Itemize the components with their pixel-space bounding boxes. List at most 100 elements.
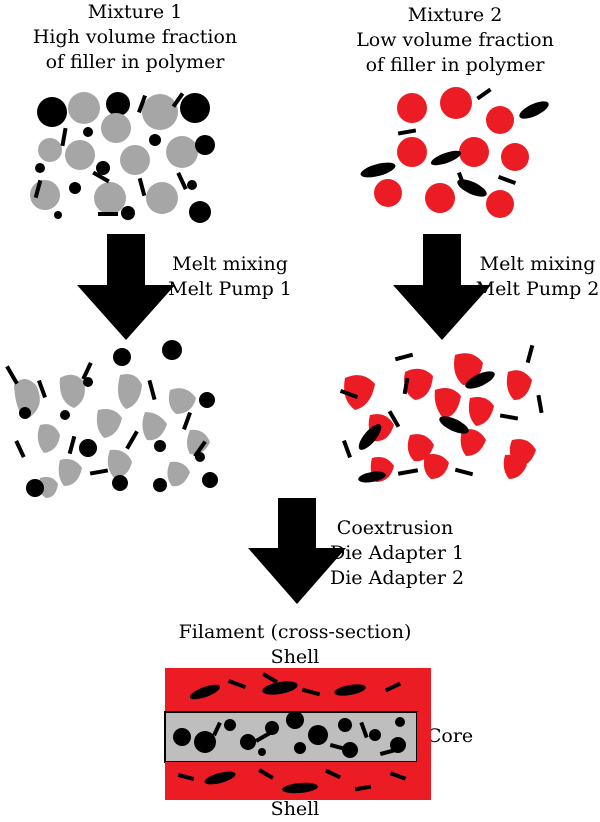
filler-fiber xyxy=(354,784,372,792)
mixture2-title: Mixture 2 xyxy=(407,4,503,26)
filler-fiber xyxy=(324,768,342,780)
filler-sphere xyxy=(187,180,197,190)
filler-fiber xyxy=(262,672,278,684)
filler-fiber xyxy=(342,439,352,459)
filler-sphere xyxy=(425,183,455,213)
filler-platelet xyxy=(457,179,487,197)
filler-fiber xyxy=(387,410,401,428)
shell-top-label: Shell xyxy=(270,646,320,668)
step3-line2: Die Adapter 1 xyxy=(330,542,465,564)
filler-sphere xyxy=(83,377,93,387)
deformed-filler xyxy=(187,429,210,455)
filler-fiber xyxy=(33,179,43,199)
step3-line3: Die Adapter 2 xyxy=(330,567,465,589)
filler-fiber xyxy=(176,171,188,191)
shell-bottom-label: Shell xyxy=(270,798,320,820)
filler-fiber xyxy=(37,379,47,399)
filler-sphere xyxy=(153,478,167,492)
filler-fiber xyxy=(227,679,247,689)
step2-line1: Melt mixing xyxy=(479,253,596,275)
mixture1-title: Mixture 1 xyxy=(87,1,183,23)
filler-sphere xyxy=(195,135,215,155)
down-arrow-2 xyxy=(393,234,491,340)
filler-platelet xyxy=(465,371,495,389)
step1-line1: Melt mixing xyxy=(172,253,288,275)
filler-fiber xyxy=(379,747,397,757)
filler-platelet xyxy=(360,162,396,178)
filler-sphere xyxy=(106,92,130,116)
filler-sphere xyxy=(166,136,198,168)
step2-line2: Melt Pump 2 xyxy=(475,278,600,300)
deformed-filler xyxy=(434,388,461,418)
filler-platelet xyxy=(262,681,298,695)
filler-sphere xyxy=(38,138,62,162)
mixture2-mixed-particles xyxy=(339,344,544,483)
mixture2-line2: Low volume fraction xyxy=(356,29,554,51)
filler-sphere xyxy=(112,475,128,491)
filler-sphere xyxy=(397,93,427,123)
mixture1-line2: High volume fraction xyxy=(32,26,238,48)
filler-sphere xyxy=(37,97,67,127)
filler-sphere xyxy=(101,113,131,143)
filler-sphere xyxy=(69,182,81,194)
core-label: Core xyxy=(426,725,474,747)
filler-sphere xyxy=(142,94,178,130)
deformed-filler xyxy=(344,375,375,410)
filler-fiber xyxy=(193,440,207,458)
filler-sphere xyxy=(294,742,306,754)
deformed-filler xyxy=(167,461,190,487)
filler-sphere xyxy=(54,211,62,219)
filler-platelet xyxy=(282,782,318,794)
deformed-filler xyxy=(107,449,132,478)
filler-fiber xyxy=(476,87,492,101)
filler-fiber xyxy=(384,681,402,693)
filler-sphere xyxy=(162,340,182,360)
deformed-filler xyxy=(142,412,167,441)
filler-sphere xyxy=(224,719,236,731)
mixture1-line3: of filler in polymer xyxy=(45,51,225,73)
filler-platelet xyxy=(204,771,236,785)
deformed-filler xyxy=(468,397,494,426)
filler-platelet xyxy=(519,101,549,119)
filler-sphere xyxy=(486,106,514,134)
filler-sphere xyxy=(149,134,161,146)
deformed-filler xyxy=(503,454,527,479)
filler-fiber xyxy=(402,377,410,395)
filler-fiber xyxy=(14,439,26,459)
filler-fiber xyxy=(499,413,519,421)
filler-sphere xyxy=(189,201,211,223)
filler-sphere xyxy=(501,143,529,171)
filler-fiber xyxy=(525,344,535,364)
filler-sphere xyxy=(146,182,178,214)
filler-sphere xyxy=(173,728,191,746)
filler-sphere xyxy=(265,721,279,735)
filler-sphere xyxy=(83,127,93,137)
filler-sphere xyxy=(338,718,352,732)
filler-fiber xyxy=(454,467,474,477)
deformed-filler xyxy=(38,476,58,498)
filler-fiber xyxy=(147,379,157,401)
filler-sphere xyxy=(286,711,304,729)
filament-cross-section xyxy=(164,668,431,800)
deformed-filler xyxy=(168,388,196,414)
filler-sphere xyxy=(342,742,358,758)
filler-sphere xyxy=(397,137,427,167)
filler-platelet xyxy=(430,150,462,166)
deformed-filler xyxy=(59,374,85,408)
filler-sphere xyxy=(199,392,215,408)
filler-fiber xyxy=(389,771,407,781)
filler-sphere xyxy=(68,92,100,124)
filler-fiber xyxy=(394,352,414,362)
filler-sphere xyxy=(369,729,381,741)
filler-sphere xyxy=(308,725,328,745)
mixture1-mixed-particles xyxy=(5,340,218,498)
filler-fiber xyxy=(255,731,271,743)
mixture2-line3: of filler in polymer xyxy=(365,54,545,76)
filler-fiber xyxy=(339,389,359,399)
step3-line1: Coextrusion xyxy=(336,517,454,539)
filler-fiber xyxy=(125,430,139,450)
step1-line2: Melt Pump 1 xyxy=(168,278,292,300)
filler-sphere xyxy=(65,140,95,170)
filler-fiber xyxy=(5,365,19,385)
